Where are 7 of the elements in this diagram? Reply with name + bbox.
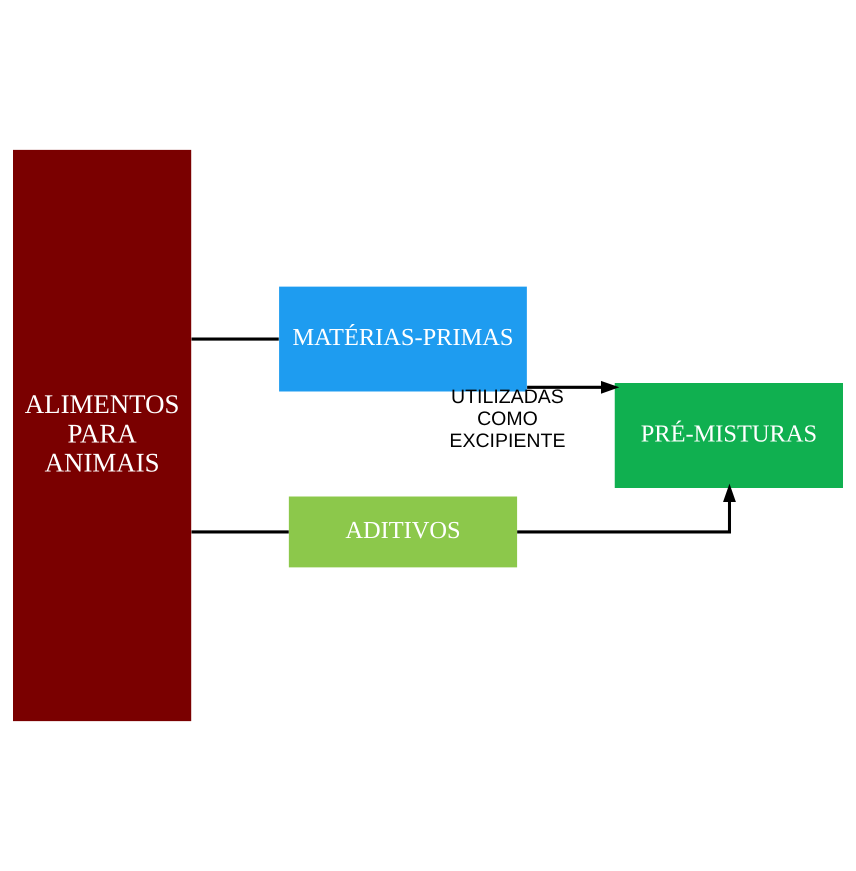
arrow [527, 380, 620, 394]
node-box: ADITIVOS [288, 496, 518, 568]
arrow [517, 484, 736, 534]
connector [192, 530, 289, 534]
node-box: PRÉ-MISTURAS [614, 383, 843, 488]
connector [192, 338, 279, 341]
node-box: ALIMENTOS PARA ANIMAIS [13, 150, 192, 722]
